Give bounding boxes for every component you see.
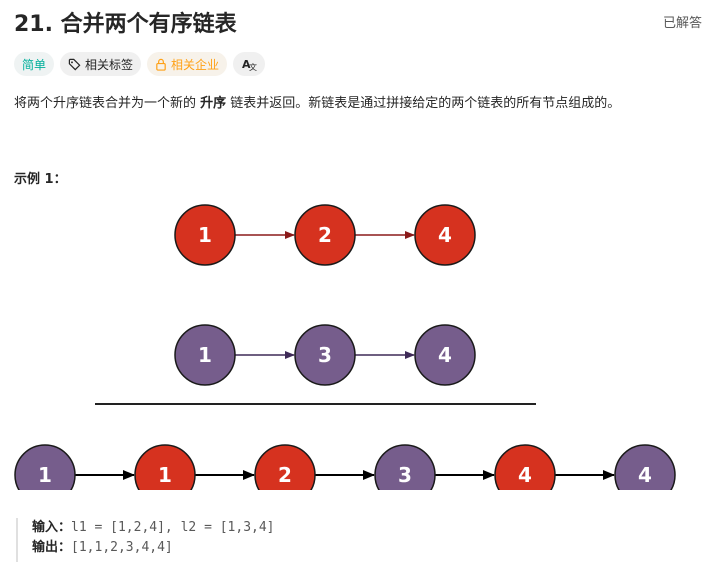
list1-node	[414, 204, 476, 266]
solved-status: 已解答	[662, 16, 702, 31]
tag-icon	[68, 58, 81, 71]
merged-node	[494, 444, 556, 490]
merged-node-value: 4	[518, 463, 532, 487]
list2-node	[174, 324, 236, 386]
list1-node	[174, 204, 236, 266]
related-tags-label: 相关标签	[85, 57, 134, 72]
input-line: 输入：l1 = [1,2,4], l2 = [1,3,4]	[32, 518, 275, 538]
merged-node-value: 1	[38, 463, 52, 487]
example-title: 示例 1：	[14, 172, 67, 187]
merged-node-value: 3	[398, 463, 412, 487]
merged-node	[134, 444, 196, 490]
svg-text:文: 文	[249, 62, 257, 71]
list2-node-value: 1	[198, 343, 212, 367]
description-part1: 将两个升序链表合并为一个新的	[14, 96, 201, 111]
list2-node-value: 3	[318, 343, 332, 367]
description-bold: 升序	[200, 96, 227, 111]
list1-node-value: 4	[438, 223, 452, 247]
tag-bar: 简单 相关标签 相关企业 A 文	[14, 52, 266, 76]
translate-button[interactable]: A 文	[233, 52, 266, 76]
input-value: l1 = [1,2,4], l2 = [1,3,4]	[71, 520, 275, 535]
output-label: 输出：	[32, 540, 72, 555]
list1-node	[294, 204, 356, 266]
list2-node	[414, 324, 476, 386]
input-label: 输入：	[32, 520, 72, 535]
related-tags-button[interactable]: 相关标签	[60, 52, 142, 76]
merged-row: 1 1 2 3 4 4	[14, 444, 676, 490]
list1-row: 1 2 4	[174, 204, 476, 266]
output-value: [1,1,2,3,4,4]	[71, 540, 173, 555]
merged-node	[254, 444, 316, 490]
merged-node	[374, 444, 436, 490]
page-title: 21. 合并两个有序链表	[14, 12, 237, 37]
description-part2: 链表并返回。新链表是通过拼接给定的两个链表的所有节点组成的。	[226, 96, 621, 111]
difficulty-badge[interactable]: 简单	[14, 52, 55, 76]
merge-diagram: 1 2 4 1 3 4 1 1 2 3 4 4	[14, 204, 676, 490]
list1-node-value: 2	[318, 223, 332, 247]
example-io-block: 输入：l1 = [1,2,4], l2 = [1,3,4] 输出：[1,1,2,…	[16, 518, 275, 562]
translate-icon: A 文	[241, 57, 257, 71]
merged-node-value: 1	[158, 463, 172, 487]
merged-node	[614, 444, 676, 490]
merged-node-value: 4	[638, 463, 652, 487]
list2-row: 1 3 4	[174, 324, 476, 386]
merged-node-value: 2	[278, 463, 292, 487]
svg-text:A: A	[242, 58, 251, 71]
problem-description: 将两个升序链表合并为一个新的 升序 链表并返回。新链表是通过拼接给定的两个链表的…	[14, 92, 620, 111]
merged-node	[14, 444, 76, 490]
related-companies-label: 相关企业	[171, 57, 220, 72]
list1-node-value: 1	[198, 223, 212, 247]
list2-node	[294, 324, 356, 386]
title-row: 21. 合并两个有序链表 已解答	[14, 6, 708, 38]
output-line: 输出：[1,1,2,3,4,4]	[32, 538, 275, 558]
lock-icon	[155, 58, 167, 71]
difficulty-label: 简单	[22, 57, 47, 72]
list2-node-value: 4	[438, 343, 452, 367]
related-companies-button[interactable]: 相关企业	[147, 52, 228, 76]
